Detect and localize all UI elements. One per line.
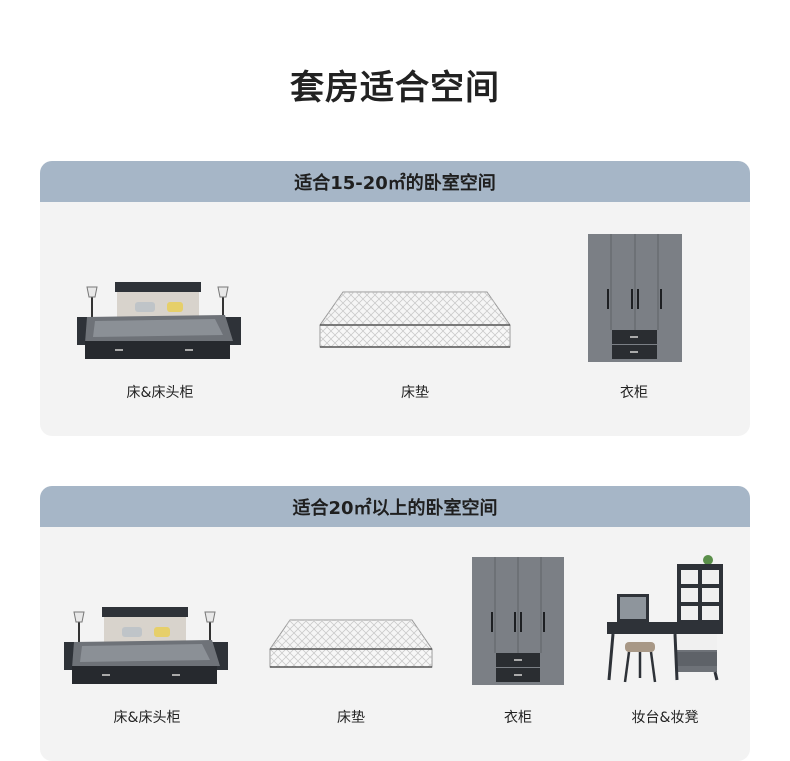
product-item-bed[interactable]: 床&床头柜 — [75, 202, 245, 436]
dressing-table-icon — [605, 552, 725, 692]
bed-icon — [62, 602, 232, 687]
product-item-wardrobe[interactable]: 衣柜 — [584, 202, 684, 436]
product-item-dressing-table[interactable]: 妆台&妆凳 — [605, 527, 725, 761]
product-label: 床垫 — [401, 385, 429, 401]
section-items: 床&床头柜 床垫 — [40, 527, 750, 761]
section-items: 床&床头柜 床垫 — [40, 202, 750, 436]
section-header: 适合20㎡以上的卧室空间 — [40, 486, 750, 527]
bed-icon — [75, 277, 245, 362]
section-15-20: 适合15-20㎡的卧室空间 — [40, 161, 750, 436]
section-20-plus: 适合20㎡以上的卧室空间 — [40, 486, 750, 761]
product-label: 衣柜 — [620, 385, 648, 401]
section-header: 适合15-20㎡的卧室空间 — [40, 161, 750, 202]
product-label: 床&床头柜 — [126, 385, 194, 401]
product-label: 妆台&妆凳 — [631, 710, 699, 726]
product-label: 床垫 — [337, 710, 365, 726]
product-label: 床&床头柜 — [113, 710, 181, 726]
product-item-bed[interactable]: 床&床头柜 — [62, 527, 232, 761]
product-item-mattress[interactable]: 床垫 — [266, 527, 436, 761]
wardrobe-icon — [468, 557, 568, 687]
product-item-wardrobe[interactable]: 衣柜 — [468, 527, 568, 761]
mattress-icon — [315, 287, 515, 352]
product-label: 衣柜 — [504, 710, 532, 726]
page-title: 套房适合空间 — [290, 68, 500, 108]
wardrobe-icon — [584, 234, 684, 364]
product-item-mattress[interactable]: 床垫 — [315, 202, 515, 436]
mattress-icon — [266, 617, 436, 672]
